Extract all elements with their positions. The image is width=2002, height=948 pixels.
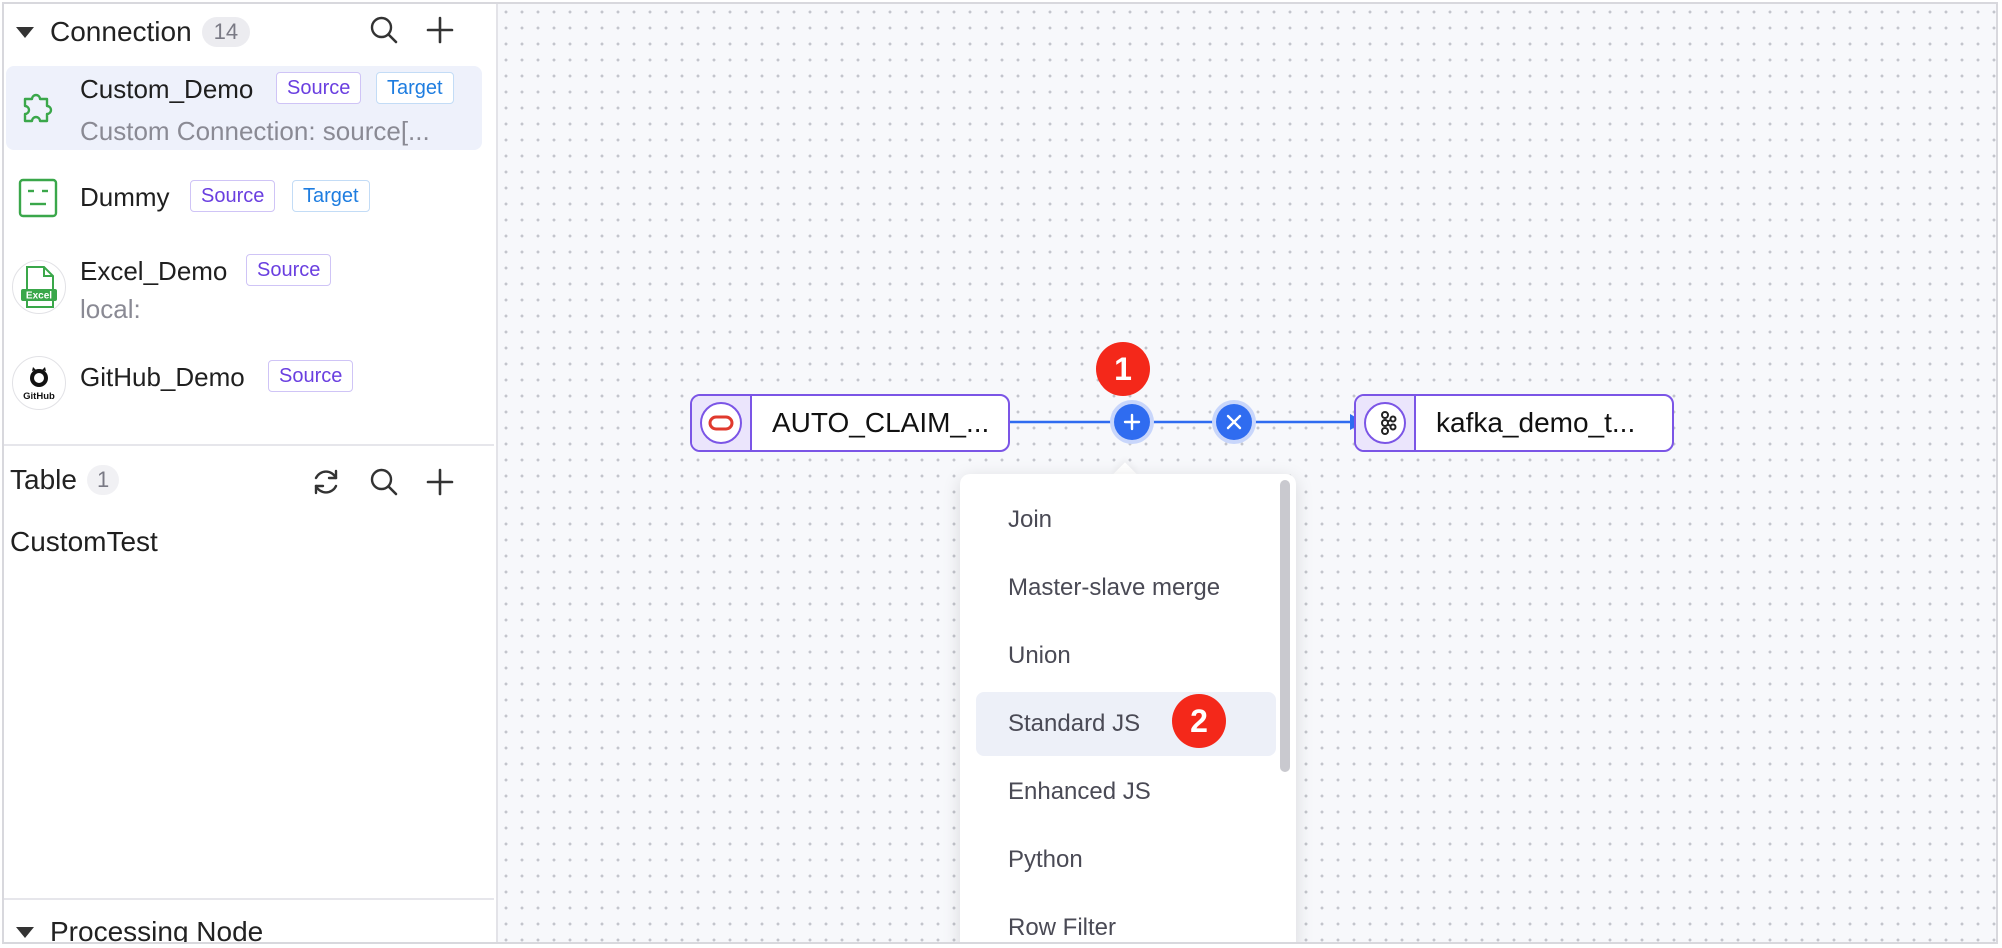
section-divider[interactable] [4,444,494,446]
collapse-caret-icon[interactable] [16,926,34,938]
menu-item-union[interactable]: Union [1008,642,1071,669]
source-tag: Source [190,180,276,212]
search-icon[interactable] [366,12,402,48]
menu-item-enhanced-js[interactable]: Enhanced JS [1008,778,1151,805]
delete-edge-button[interactable] [1216,404,1252,440]
connection-name: Excel_Demo [80,256,228,286]
connection-name: GitHub_Demo [80,362,245,392]
source-node[interactable]: AUTO_CLAIM_... [690,394,1010,452]
connection-title: Connection [50,16,192,47]
connection-count-badge: 14 [201,17,251,47]
connection-section-header[interactable]: Connection 14 [4,14,251,50]
svg-text:GitHub: GitHub [23,391,55,402]
add-node-menu: Join Master-slave merge Union Standard J… [960,474,1296,942]
node-icon-area [692,396,752,450]
excel-icon: Excel [12,260,66,314]
source-tag: Source [276,72,362,104]
step-marker-2: 2 [1172,694,1226,748]
section-divider [4,898,494,900]
connection-description: Custom Connection: source[... [80,116,430,146]
table-title: Table [10,464,77,495]
add-connection-icon[interactable] [422,12,458,48]
node-icon-area [1356,396,1416,450]
menu-item-standard-js[interactable]: Standard JS [976,692,1276,756]
source-node-label: AUTO_CLAIM_... [772,407,990,438]
table-section-header: Table 1 [10,460,120,500]
table-item[interactable]: CustomTest [10,526,158,557]
github-icon: GitHub [12,356,66,410]
left-panel: Connection 14 Custom_Demo Source Target … [4,4,498,944]
table-search-icon[interactable] [366,464,402,500]
connection-name: Custom_Demo [80,74,254,104]
source-tag: Source [246,254,332,286]
puzzle-icon [12,80,64,132]
target-node[interactable]: kafka_demo_t... [1354,394,1674,452]
refresh-icon[interactable] [308,464,344,500]
source-tag: Source [268,360,354,392]
connection-item-custom-demo[interactable]: Custom_Demo Source Target Custom Connect… [6,66,482,150]
connection-description: local: [80,294,141,324]
target-tag: Target [292,180,370,212]
collapse-caret-icon[interactable] [16,26,34,38]
kafka-icon [1364,402,1406,444]
connection-item-clipped[interactable] [6,432,482,440]
add-table-icon[interactable] [422,464,458,500]
connection-name: Dummy [80,182,170,212]
connection-item-dummy[interactable]: Dummy Source Target [6,168,482,228]
connection-item-github-demo[interactable]: GitHub GitHub_Demo Source [6,350,482,410]
target-tag: Target [376,72,454,104]
menu-item-python[interactable]: Python [1008,846,1083,873]
processing-section-header[interactable]: Processing Node [4,914,264,944]
processing-title: Processing Node [50,916,264,944]
step-marker-1: 1 [1096,342,1150,396]
connection-item-excel-demo[interactable]: Excel Excel_Demo Source local: [6,244,482,326]
connection-list: Custom_Demo Source Target Custom Connect… [4,60,494,440]
oracle-icon [700,402,742,444]
table-count-badge: 1 [86,465,120,495]
menu-item-row-filter[interactable]: Row Filter [1008,914,1117,941]
menu-item-join[interactable]: Join [1008,506,1053,533]
menu-scrollbar[interactable] [1280,480,1290,772]
svg-text:Excel: Excel [26,291,52,302]
dummy-icon [12,172,64,224]
add-node-button[interactable] [1114,404,1150,440]
target-node-label: kafka_demo_t... [1436,407,1636,438]
menu-item-master-slave-merge[interactable]: Master-slave merge [1008,574,1221,601]
